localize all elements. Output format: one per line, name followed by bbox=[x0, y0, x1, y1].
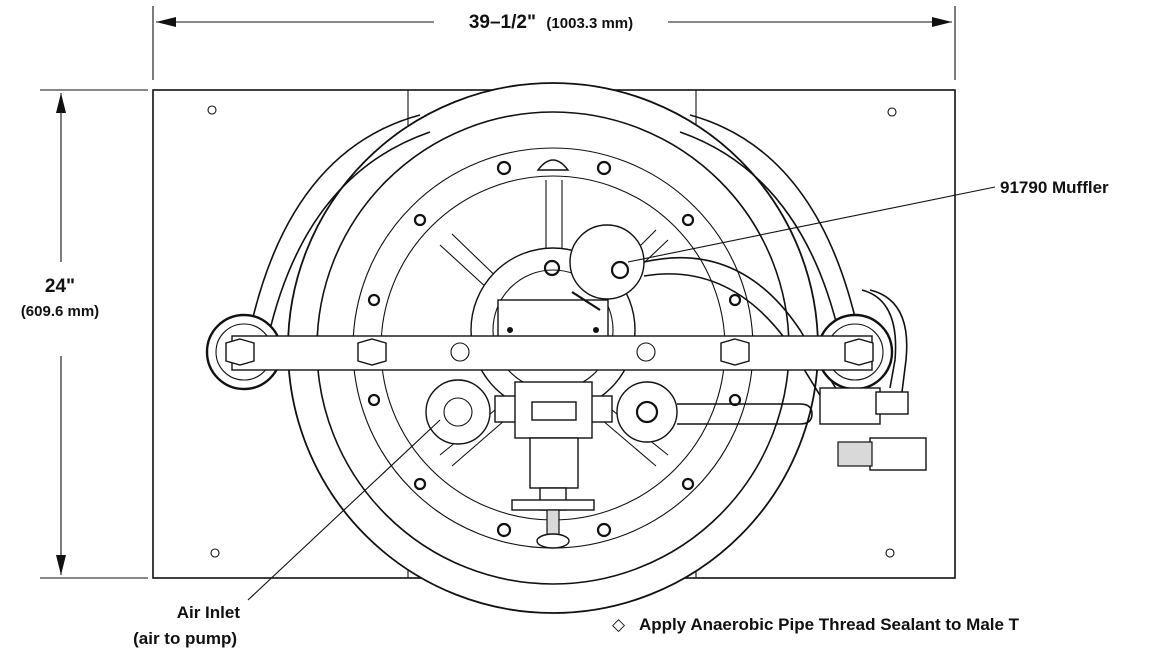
diamond-icon: ◇ bbox=[612, 615, 626, 635]
plate-hole-bottom-right bbox=[885, 548, 895, 558]
height-metric-label: (609.6 mm) bbox=[21, 303, 99, 320]
width-dimension: 39–1/2" (1003.3 mm) bbox=[152, 6, 956, 80]
muffler-body bbox=[569, 224, 645, 300]
regulator-assembly bbox=[425, 379, 813, 549]
regulator-handle bbox=[511, 499, 595, 511]
flange-bolt bbox=[367, 293, 381, 307]
muffler-port bbox=[610, 260, 630, 280]
muffler-tube-inner bbox=[643, 273, 827, 406]
flange-bolts bbox=[367, 160, 742, 538]
height-dimension: 24" (609.6 mm) bbox=[21, 89, 148, 579]
plate-hole-top-right bbox=[887, 107, 897, 117]
gauge-tube-inner bbox=[869, 289, 908, 393]
regulator-window bbox=[531, 401, 577, 421]
bar-nut-left bbox=[225, 338, 255, 366]
left-hose-upper-inner bbox=[267, 131, 431, 339]
cross-bar bbox=[205, 313, 894, 391]
outlet-pipe bbox=[677, 403, 813, 425]
regulator-knob bbox=[536, 533, 570, 549]
flange-bolt bbox=[413, 213, 427, 227]
right-hose-upper-inner bbox=[679, 131, 841, 339]
air-inlet-callout: Air Inlet (air to pump) bbox=[133, 419, 441, 648]
side-hoses bbox=[249, 114, 859, 339]
right-hose-upper bbox=[689, 114, 859, 331]
pump-top-fitting bbox=[543, 259, 561, 277]
flange-bolt bbox=[596, 522, 612, 538]
flange-bolt bbox=[728, 293, 742, 307]
sealant-note: ◇ Apply Anaerobic Pipe Thread Sealant to… bbox=[612, 615, 1020, 635]
flange-bolt bbox=[367, 393, 381, 407]
gauge-connector bbox=[837, 441, 873, 467]
gauge-manifold bbox=[819, 387, 881, 425]
muffler-callout: 91790 Muffler bbox=[627, 178, 1109, 263]
air-inlet-valve-core bbox=[443, 397, 473, 427]
sealant-note-text: Apply Anaerobic Pipe Thread Sealant to M… bbox=[639, 615, 1020, 634]
outlet-valve-core bbox=[635, 400, 659, 424]
regulator-bowl bbox=[529, 437, 579, 489]
flange-bolt bbox=[596, 160, 612, 176]
flange-bolt bbox=[728, 393, 742, 407]
cross-bar-body bbox=[231, 335, 873, 371]
bar-nut bbox=[357, 338, 387, 366]
left-hose-upper bbox=[249, 114, 421, 331]
inlet-fitting bbox=[494, 395, 518, 423]
bar-nut bbox=[720, 338, 750, 366]
bar-hole bbox=[450, 342, 470, 362]
pump-block bbox=[497, 299, 609, 341]
bar-nut-right bbox=[844, 338, 874, 366]
width-dimension-label: 39–1/2" (1003.3 mm) bbox=[469, 12, 633, 33]
outlet-fitting bbox=[589, 395, 613, 423]
air-inlet-sublabel: (air to pump) bbox=[133, 629, 237, 648]
muffler-leader-line bbox=[627, 186, 996, 263]
top-boss bbox=[536, 159, 570, 171]
plate-hole-bottom-left bbox=[210, 548, 220, 558]
height-label: 24" bbox=[45, 276, 75, 297]
regulator-stem bbox=[546, 509, 560, 537]
spoke bbox=[451, 419, 506, 467]
spoke bbox=[601, 419, 657, 467]
gauge-elbow bbox=[875, 391, 909, 415]
air-inlet-valve bbox=[425, 379, 491, 445]
flange-bolt bbox=[681, 213, 695, 227]
air-inlet-leader-line bbox=[247, 419, 441, 601]
muffler bbox=[569, 224, 841, 406]
gauge-fittings bbox=[819, 289, 927, 471]
flange-bolt bbox=[496, 160, 512, 176]
plate-hole-top-left bbox=[207, 105, 217, 115]
flange-bolt bbox=[681, 477, 695, 491]
flange-bolt bbox=[496, 522, 512, 538]
muffler-label: 91790 Muffler bbox=[1000, 178, 1109, 197]
pump-screw bbox=[593, 327, 599, 333]
pump-spring bbox=[571, 291, 601, 311]
gauge-tube bbox=[861, 289, 897, 389]
muffler-tube bbox=[643, 256, 841, 396]
bar-hole bbox=[636, 342, 656, 362]
flange-bolt bbox=[413, 477, 427, 491]
outlet-valve bbox=[616, 381, 678, 443]
pump-screw bbox=[507, 327, 513, 333]
air-inlet-label: Air Inlet bbox=[177, 603, 241, 622]
gauge-body bbox=[869, 437, 927, 471]
